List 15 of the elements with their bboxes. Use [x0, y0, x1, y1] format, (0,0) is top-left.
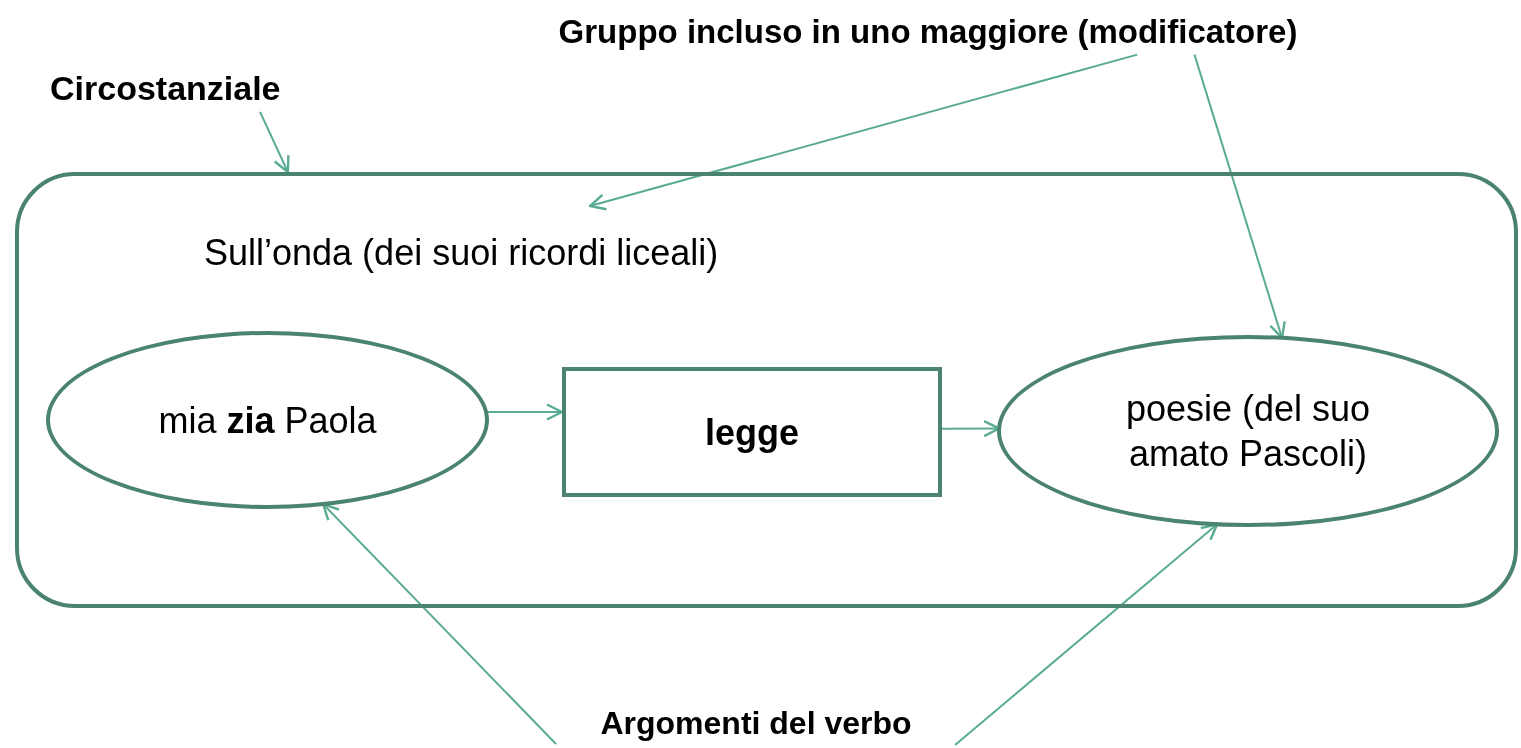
arrow [259, 110, 290, 174]
rounded-frame [15, 172, 1518, 608]
heading-text: Argomenti del verbo [600, 704, 912, 743]
arrow [588, 53, 1139, 211]
ellipse-node [997, 335, 1499, 527]
arrow [485, 403, 564, 421]
arrow [954, 523, 1219, 746]
heading-text: Circostanziale [50, 68, 281, 109]
phrase-text: Sull’onda (dei suoi ricordi liceali) [204, 231, 719, 275]
rect-node [562, 367, 942, 497]
node-text: poesie (del suo amato Pascoli) [1124, 387, 1372, 476]
heading-text: Gruppo incluso in uno maggiore (modificatore) [558, 12, 1298, 52]
node-text: mia zia Paola [158, 398, 377, 443]
node-text: legge [705, 410, 799, 455]
ellipse-node [46, 331, 489, 509]
